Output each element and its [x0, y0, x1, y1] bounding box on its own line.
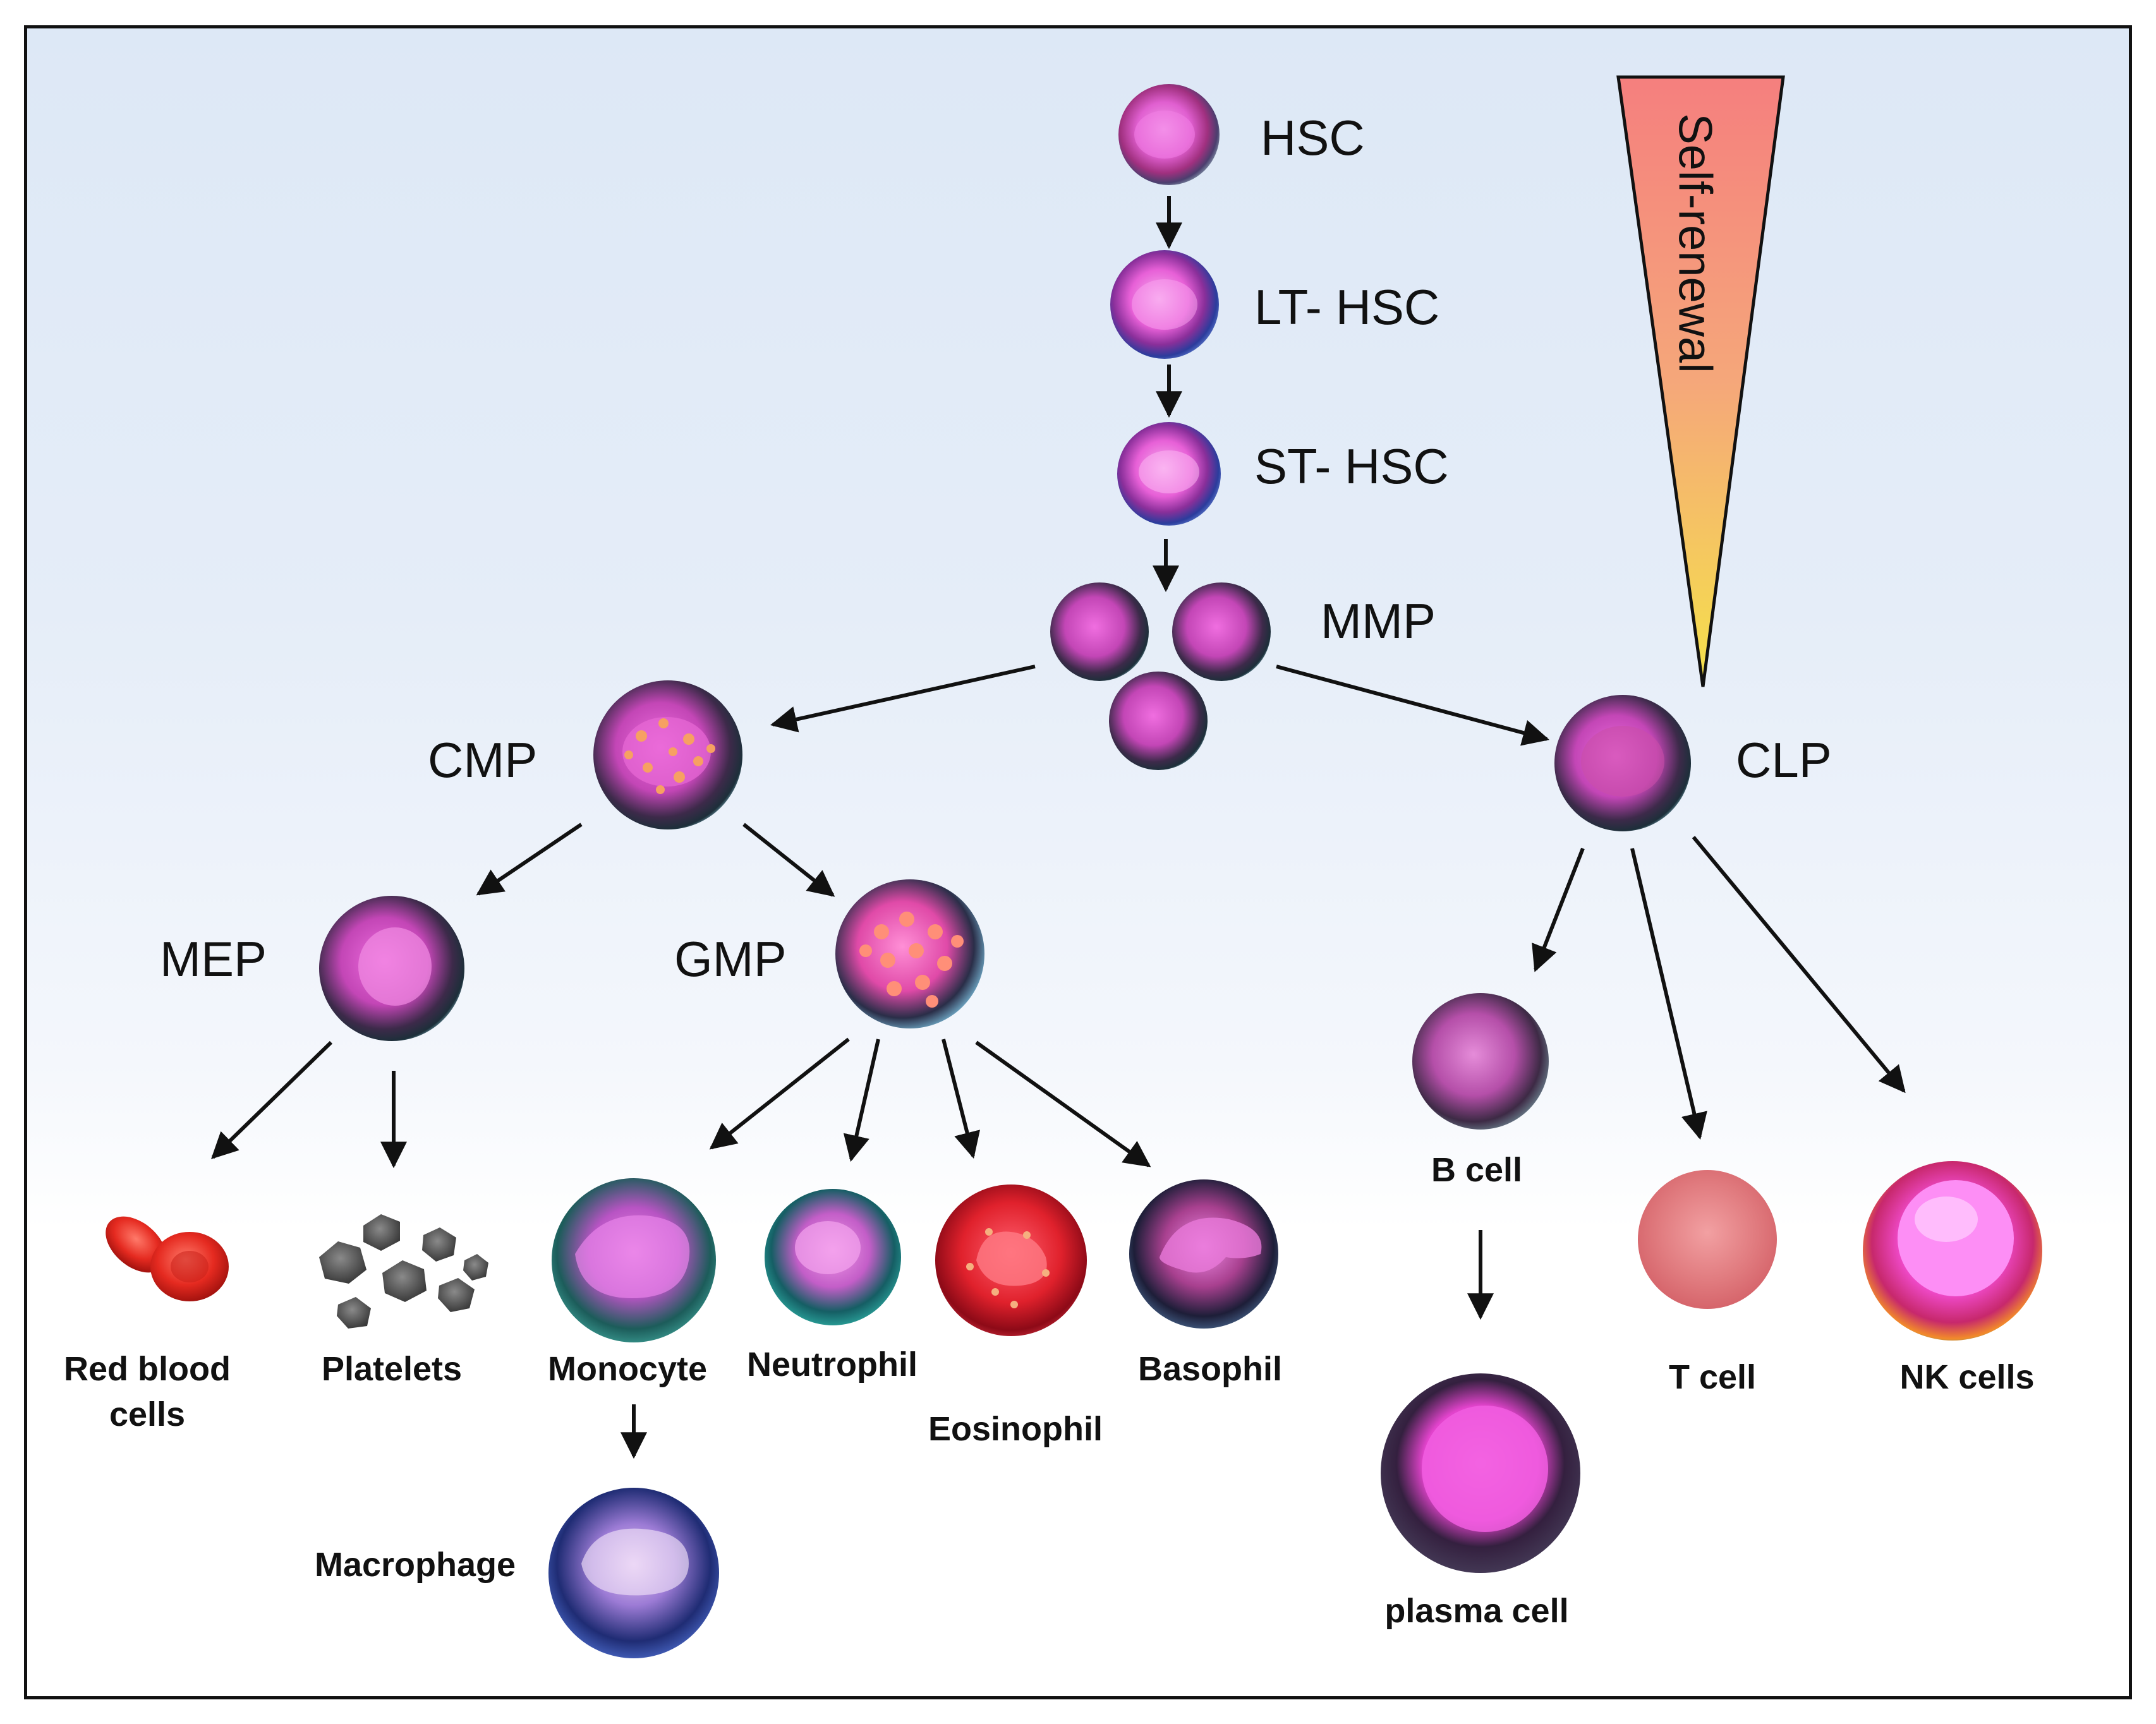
mmp-cells [1050, 582, 1271, 770]
arrow-mep-rbc [210, 1040, 333, 1159]
arrow-cmp-mep [476, 823, 583, 896]
label-nk-cells: NK cells [1899, 1358, 2034, 1396]
b-cell [1412, 993, 1549, 1130]
label-t-cell: T cell [1669, 1358, 1756, 1396]
clp-cell [1554, 695, 1691, 831]
label-clp: CLP [1736, 732, 1832, 788]
lineage-arrows [210, 196, 1906, 1459]
plasma-cell [1381, 1373, 1580, 1573]
hematopoiesis-diagram: Self-renewal [64, 75, 2042, 1658]
gmp-cell [835, 879, 984, 1028]
label-neutrophil: Neutrophil [747, 1346, 918, 1383]
arrow-cmp-gmp [742, 823, 835, 897]
label-platelets: Platelets [322, 1350, 462, 1388]
hsc-cell [1118, 84, 1220, 185]
neutrophil-cell [765, 1189, 901, 1325]
label-basophil: Basophil [1138, 1350, 1282, 1388]
nk-cell [1863, 1161, 2042, 1341]
label-st-hsc: ST- HSC [1254, 438, 1449, 494]
label-mep: MEP [160, 931, 267, 987]
arrow-mmp-clp [1276, 665, 1550, 746]
label-lt-hsc: LT- HSC [1254, 279, 1439, 335]
cmp-cell [593, 680, 742, 829]
label-red-blood-cells-1: Red blood [64, 1350, 231, 1388]
label-macrophage: Macrophage [315, 1546, 516, 1584]
arrow-clp-tcell [1630, 848, 1707, 1140]
label-plasma-cell: plasma cell [1384, 1592, 1568, 1630]
label-cmp: CMP [428, 732, 537, 788]
arrow-gmp-basophil [975, 1040, 1151, 1167]
st-hsc-cell [1117, 422, 1221, 526]
eosinophil-cell [935, 1184, 1087, 1336]
label-b-cell: B cell [1431, 1151, 1522, 1189]
label-eosinophil: Eosinophil [928, 1410, 1103, 1448]
label-mmp: MMP [1321, 593, 1436, 649]
label-red-blood-cells-2: cells [109, 1395, 185, 1433]
mep-cell [319, 896, 464, 1041]
arrow-gmp-monocyte [709, 1037, 850, 1150]
label-monocyte: Monocyte [548, 1350, 707, 1388]
self-renewal-label: Self-renewal [1669, 113, 1721, 373]
arrow-clp-bcell [1532, 847, 1585, 972]
arrow-gmp-eosinophil [942, 1039, 981, 1159]
self-renewal-gradient: Self-renewal [1616, 75, 1785, 687]
platelets-icon [319, 1214, 488, 1329]
arrow-clp-nkcells [1692, 836, 1906, 1094]
arrow-gmp-neutrophil [843, 1039, 880, 1162]
macrophage-cell [548, 1488, 719, 1658]
t-cell [1638, 1170, 1777, 1309]
labels: HSC LT- HSC ST- HSC MMP CMP CLP MEP GMP … [64, 110, 2035, 1630]
label-hsc: HSC [1261, 110, 1365, 166]
diagram-frame: Self-renewal [24, 25, 2132, 1699]
lt-hsc-cell [1110, 250, 1219, 359]
arrow-mmp-cmp [770, 665, 1036, 733]
red-blood-cells-icon [106, 1216, 229, 1301]
label-gmp: GMP [674, 931, 787, 987]
basophil-cell [1129, 1179, 1278, 1329]
monocyte-cell [552, 1178, 716, 1342]
